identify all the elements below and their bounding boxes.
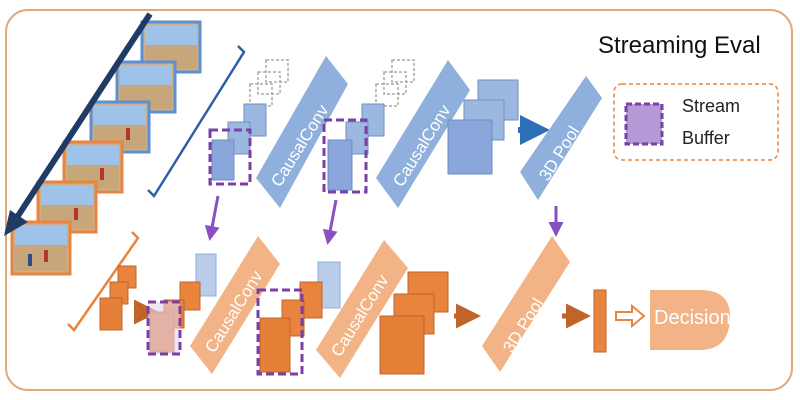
pool-3d-banner-top [520,76,602,200]
hollow-arrow [615,303,646,329]
causal-conv-banner-4 [316,240,408,378]
cube-icon [624,102,664,146]
feature-cubes-1 [211,103,267,181]
pool-3d-banner-bottom [482,236,570,372]
input-cubes-orange [99,265,137,331]
video-frame [10,220,72,276]
stream-buffer-highlight [208,128,252,186]
pooled-cubes-blue [447,79,519,175]
stream-buffer-highlight [146,300,182,356]
causal-conv-banner-3 [190,236,280,374]
ghost-cubes-2 [375,59,415,107]
time-arrow [11,12,153,224]
time-arrowhead [4,210,28,236]
orange-bracket [67,231,140,332]
video-frame-stack [10,20,202,276]
stream-buffer-highlight [322,118,368,194]
output-vector [593,289,607,353]
decision-block [650,290,730,350]
legend-line-1: Stream [682,96,740,116]
diagram-title: Streaming Eval [598,32,761,59]
legend-line-2: Buffer [682,128,730,148]
causal-conv-banner-1 [256,56,348,208]
stream-buffer-highlight [256,288,304,376]
purple-arrow-1 [204,195,220,241]
buffered-cubes-4 [259,261,341,373]
feature-cubes-2 [327,103,385,191]
purple-arrow-2 [322,199,338,245]
decision-label: Decision [654,307,731,329]
blue-bracket [147,45,246,198]
causal-conv-banner-2 [376,60,470,208]
pooled-cubes-orange [379,271,449,375]
